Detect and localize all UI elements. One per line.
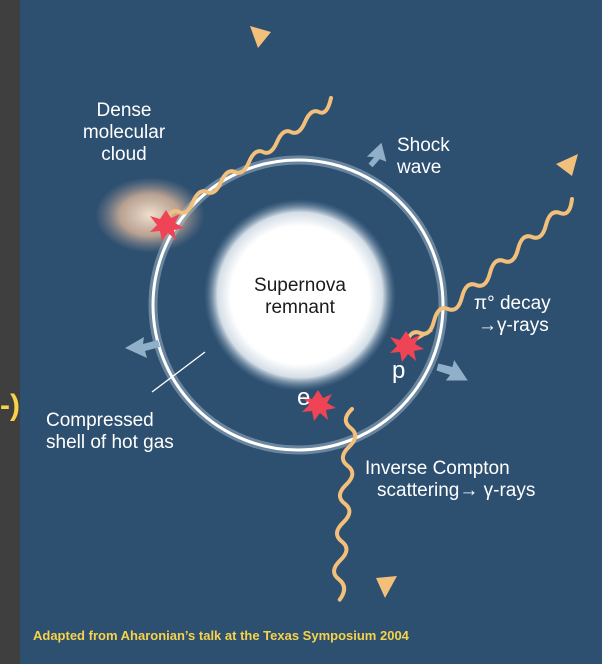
supernova-line-1: Supernova [240,275,360,297]
shock-arrow-top [364,140,392,171]
pion-decay-label: π° decay →γ-rays [474,293,551,337]
inverse-compton-label: Inverse Compton scattering→ γ-rays [365,458,535,502]
gamma-ray-compton-head [376,576,397,598]
pion-decay-line-2: →γ-rays [474,315,551,337]
shock-arrow-right [433,354,473,390]
inverse-compton-line-1: Inverse Compton [365,458,535,480]
proton-label: p [392,360,405,382]
electron-label: e [297,387,310,409]
compressed-shell-label: Compressed shell of hot gas [46,410,174,454]
shock-wave-label: Shock wave [397,135,450,179]
edge-fragment: -) [0,389,20,423]
supernova-label: Supernova remnant [240,275,360,319]
compressed-shell-line-2: shell of hot gas [46,432,174,454]
dense-cloud-line-3: cloud [74,144,174,166]
compressed-shell-line-1: Compressed [46,410,174,432]
dense-cloud-line-2: molecular [74,122,174,144]
gamma-ray-pion-head [556,154,578,176]
dense-cloud-label: Dense molecular cloud [74,100,174,166]
pion-decay-line-1: π° decay [474,293,551,315]
supernova-line-2: remnant [240,297,360,319]
shock-wave-line-1: Shock [397,135,450,157]
shock-wave-line-2: wave [397,157,450,179]
source-caption: Adapted from Aharonian’s talk at the Tex… [33,628,409,643]
inverse-compton-line-2: scattering→ γ-rays [365,480,535,502]
gamma-ray-cloud-head [250,26,271,48]
dense-cloud-line-1: Dense [74,100,174,122]
